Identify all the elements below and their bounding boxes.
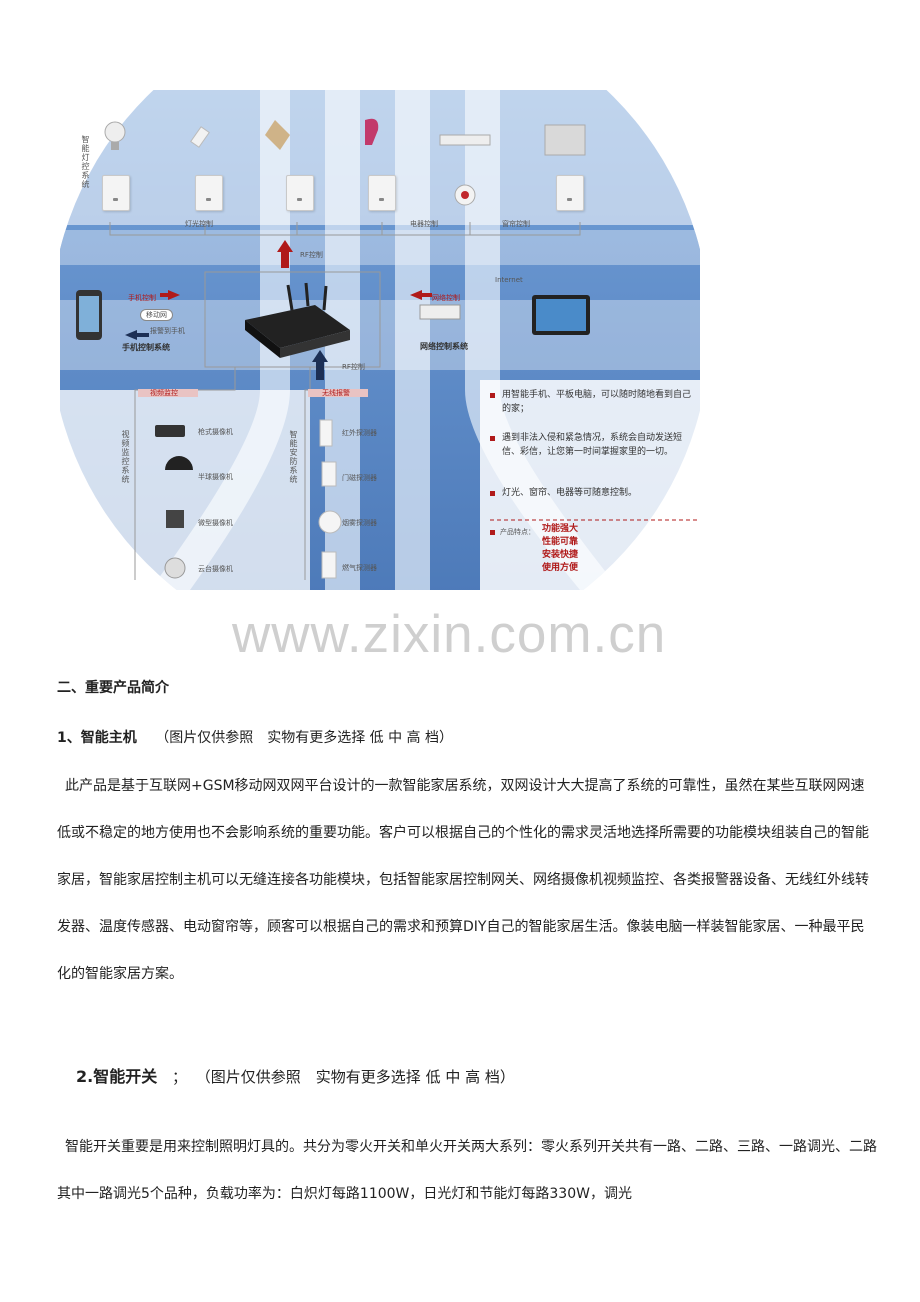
item1-paragraph: 此产品是基于互联网+GSM移动网双网平台设计的一款智能家居系统，双网设计大大提高… [57, 778, 869, 982]
item2-title: 2.智能开关 [76, 1067, 158, 1086]
section-title: 二、重要产品简介 [57, 680, 169, 696]
product-feature: 性能可靠 [542, 537, 579, 547]
camera-label: 半球摄像机 [198, 473, 233, 481]
security-system-label: 智能安防系统 [289, 430, 298, 484]
item1-body: 此产品是基于互联网+GSM移动网双网平台设计的一款智能家居系统，双网设计大大提高… [57, 763, 877, 998]
appliance-control-label: 电器控制 [410, 220, 438, 228]
wall-switch [556, 175, 584, 211]
internet-label: Internet [495, 276, 523, 284]
rf-control-label-top: RF控制 [300, 251, 323, 259]
watermark: www.zixin.com.cn [232, 605, 667, 664]
wall-switch [102, 175, 130, 211]
wall-switch [368, 175, 396, 211]
item1-title: 1、智能主机 [57, 730, 137, 746]
product-feature: 安装快捷 [542, 550, 579, 560]
detector-label: 燃气探测器 [342, 564, 377, 572]
mobile-net-label: 移动网 [140, 309, 173, 321]
feature-2: 遇到非法入侵和紧急情况，系统会自动发送短信、彩信，让您第一时间掌握家里的一切。 [502, 433, 683, 457]
item2-heading: 2.智能开关 ； （图片仅供参照 实物有更多选择 低 中 高 档） [76, 1063, 515, 1087]
detector-label: 红外探测器 [342, 429, 377, 437]
video-system-label: 视频监控系统 [121, 430, 130, 484]
feature-3: 灯光、窗帘、电器等可随意控制。 [502, 488, 638, 498]
product-features: 功能强大 性能可靠 安装快捷 使用方便 [542, 523, 578, 575]
camera-label: 微型摄像机 [198, 519, 233, 527]
video-header: 视频监控 [150, 389, 178, 397]
item2-body: 智能开关重要是用来控制照明灯具的。共分为零火开关和单火开关两大系列：零火系列开关… [57, 1124, 877, 1218]
item2-separator: ； [172, 1068, 188, 1086]
product-feature: 功能强大 [542, 524, 579, 534]
rf-control-label-bottom: RF控制 [342, 363, 365, 371]
product-feature: 使用方便 [542, 563, 579, 573]
network-system-label: 网络控制系统 [420, 342, 468, 351]
item2-note: （图片仅供参照 实物有更多选择 低 中 高 档） [195, 1068, 515, 1086]
alarm-phone-label: 报警到手机 [150, 327, 185, 335]
camera-label: 枪式摄像机 [198, 428, 233, 436]
detector-label: 门磁探测器 [342, 474, 377, 482]
smart-home-diagram: 智能灯控系统 灯光控制 电器控制 窗帘控制 RF控制 手机控制 移动网 报警到手… [60, 90, 700, 590]
wall-switch [195, 175, 223, 211]
phone-system-label: 手机控制系统 [122, 343, 170, 352]
alarm-header: 无线报警 [322, 389, 350, 397]
detector-label: 烟雾探测器 [342, 519, 377, 527]
item2-paragraph: 智能开关重要是用来控制照明灯具的。共分为零火开关和单火开关两大系列：零火系列开关… [57, 1139, 877, 1202]
item1-heading: 1、智能主机 （图片仅供参照 实物有更多选择 低 中 高 档） [57, 727, 453, 747]
feature-1: 用智能手机、平板电脑，可以随时随地看到自己的家； [502, 390, 692, 414]
curtain-control-label: 窗帘控制 [502, 220, 530, 228]
phone-control-label: 手机控制 [128, 294, 156, 302]
diagram-background [60, 90, 700, 590]
light-control-label: 灯光控制 [185, 220, 213, 228]
item1-note: （图片仅供参照 实物有更多选择 低 中 高 档） [155, 730, 454, 746]
product-features-label: 产品特点： [500, 528, 535, 536]
network-control-label: 网络控制 [432, 294, 460, 302]
camera-label: 云台摄像机 [198, 565, 233, 573]
wall-switch [286, 175, 314, 211]
lighting-system-label: 智能灯控系统 [81, 135, 90, 189]
